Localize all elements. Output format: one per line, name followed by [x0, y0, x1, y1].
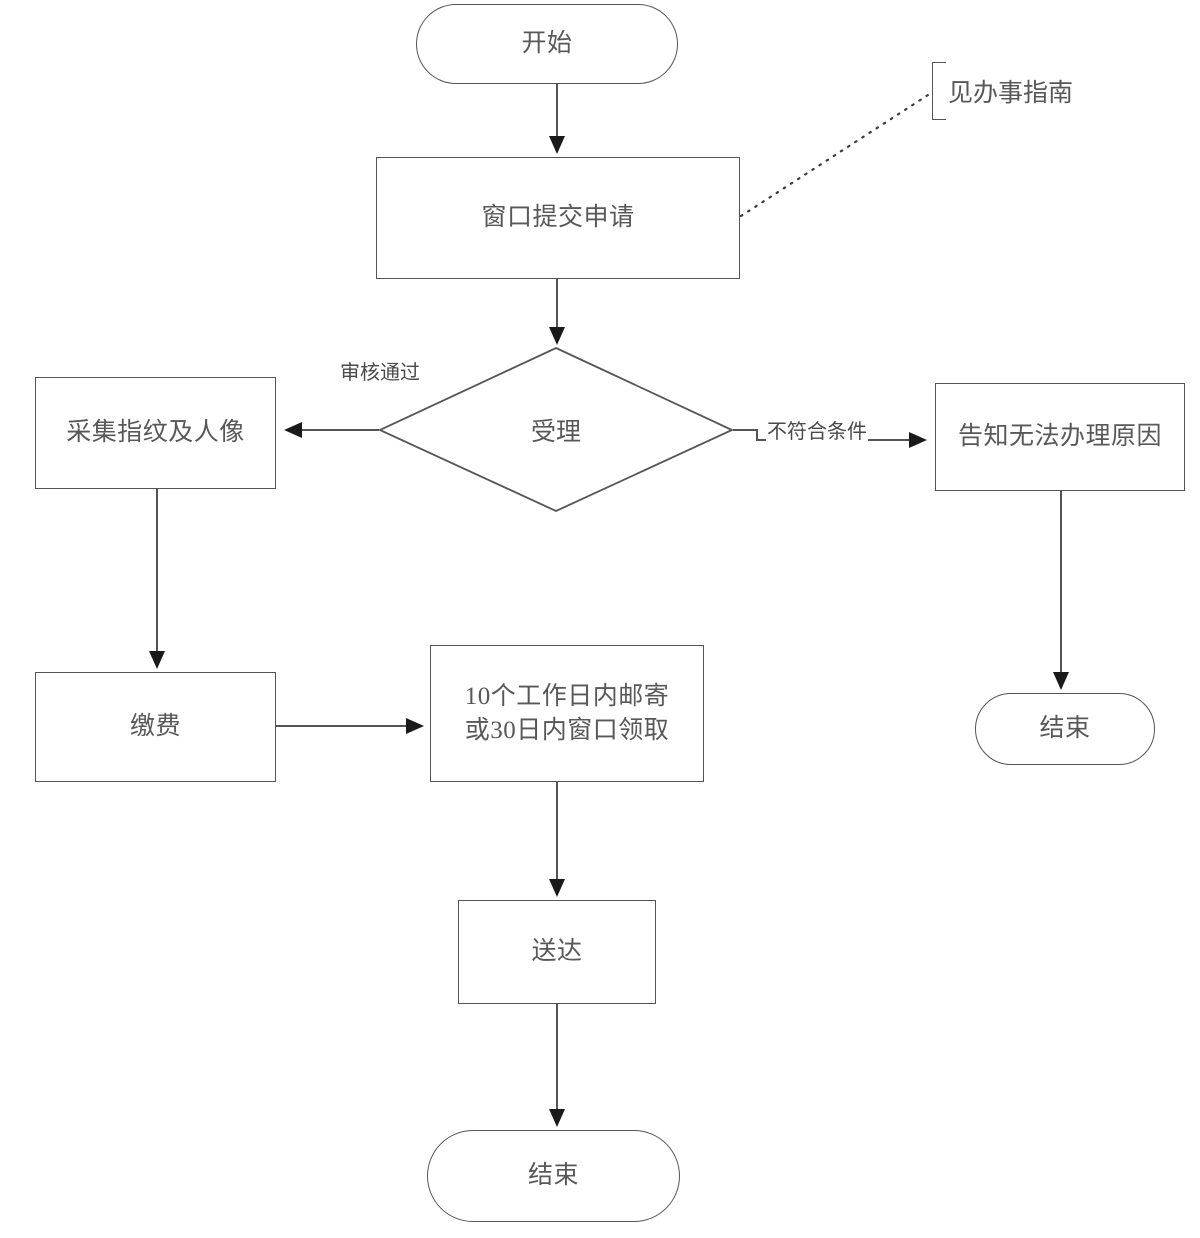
node-serve-document-label: 送达 [531, 938, 583, 966]
node-pay-fee[interactable]: 缴费 [35, 672, 276, 782]
node-collect-biometrics-label: 采集指纹及人像 [66, 419, 245, 447]
node-delivery-options[interactable]: 10个工作日内邮寄 或30日内窗口领取 [430, 645, 704, 782]
node-start-label: 开始 [521, 30, 573, 58]
node-end-rejected-label: 结束 [1039, 715, 1091, 743]
decision-diamond-shape [377, 347, 735, 512]
annotation-guide-note-label: 见办事指南 [948, 80, 1074, 107]
node-end-completed[interactable]: 结束 [427, 1130, 680, 1222]
bracket-icon [932, 62, 946, 120]
node-collect-biometrics[interactable]: 采集指纹及人像 [35, 377, 276, 489]
node-accept-decision-label: 受理 [530, 419, 581, 446]
node-inform-rejection-reason[interactable]: 告知无法办理原因 [935, 383, 1185, 491]
annotation-guide-note: 见办事指南 [932, 62, 1073, 120]
node-pay-fee-label: 缴费 [129, 713, 181, 741]
node-submit-application[interactable]: 窗口提交申请 [376, 157, 740, 279]
node-inform-rejection-reason-label: 告知无法办理原因 [957, 423, 1162, 451]
edge-label-approved: 审核通过 [339, 362, 421, 384]
node-serve-document[interactable]: 送达 [458, 900, 656, 1004]
node-accept-decision[interactable]: 受理 [380, 348, 732, 512]
node-end-completed-label: 结束 [527, 1162, 579, 1190]
node-delivery-options-label: 10个工作日内邮寄 或30日内窗口领取 [464, 682, 670, 744]
edge-label-rejected: 不符合条件 [766, 421, 868, 443]
node-start[interactable]: 开始 [416, 4, 678, 84]
node-submit-application-label: 窗口提交申请 [481, 204, 635, 232]
node-end-rejected[interactable]: 结束 [975, 693, 1155, 765]
edge-submit-to-guide-note [739, 93, 930, 218]
